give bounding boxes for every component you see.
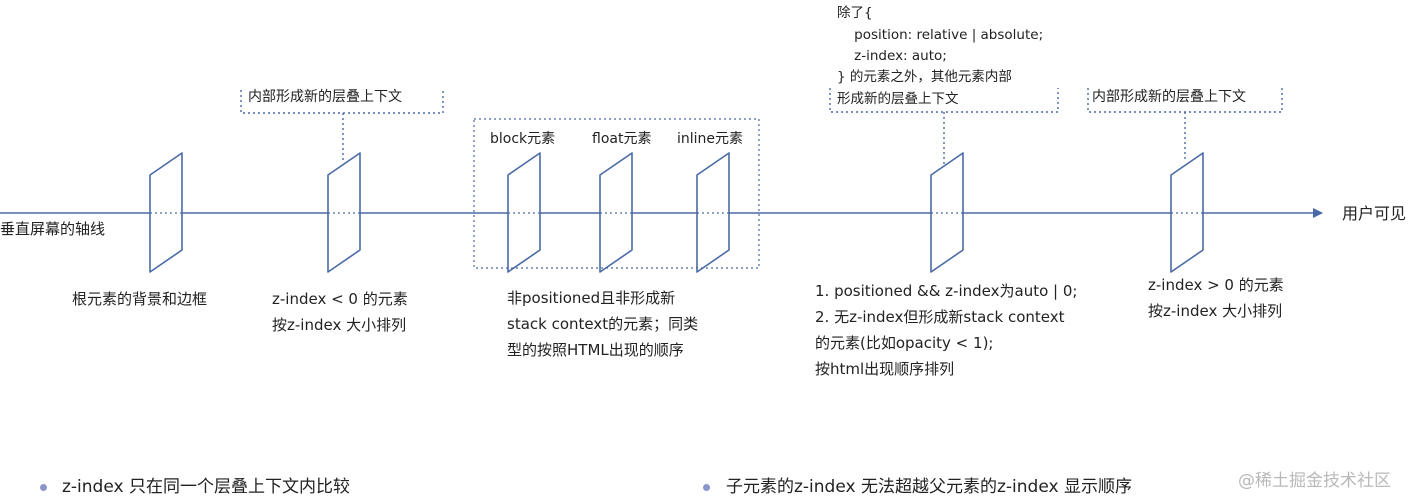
axis-right-label: 用户可见 [1342,204,1407,223]
zero-note-line-4: } 的元素之外，其他元素内部 [837,69,1012,85]
context-bracket-negative [240,90,444,162]
caption-zero-3: 的元素(比如opacity < 1); [815,334,994,352]
bullet-dot-2 [703,484,710,491]
label-float: float元素 [592,131,652,147]
zero-note-line-2: position: relative | absolute; [837,27,1044,43]
non-positioned-group-box [473,118,760,269]
context-bracket-positive [1087,88,1283,162]
watermark: @稀土掘金技术社区 [1238,471,1391,491]
bullet-text-1: z-index 只在同一个层叠上下文内比较 [62,477,350,497]
context-note-zero: 形成新的层叠上下文 [837,91,959,107]
caption-negative-1: z-index < 0 的元素 [272,290,408,308]
caption-negative-2: 按z-index 大小排列 [272,316,407,334]
context-bracket-zero [829,88,1059,165]
caption-positive-1: z-index > 0 的元素 [1148,276,1284,294]
context-note-positive: 内部形成新的层叠上下文 [1092,89,1246,105]
label-inline: inline元素 [677,131,744,147]
caption-zero-4: 按html出现顺序排列 [815,360,955,378]
group-caption-3: 型的按照HTML出现的顺序 [507,341,684,359]
caption-root: 根元素的背景和边框 [72,290,208,308]
caption-zero-2: 2. 无z-index但形成新stack context [815,308,1065,326]
group-caption-2: stack context的元素；同类 [507,315,699,333]
group-caption-1: 非positioned且非形成新 [507,289,676,307]
caption-zero-1: 1. positioned && z-index为auto | 0; [815,282,1078,300]
caption-positive-2: 按z-index 大小排列 [1148,302,1283,320]
bullet-text-2: 子元素的z-index 无法超越父元素的z-index 显示顺序 [726,477,1132,497]
zero-note-line-1: 除了{ [837,5,873,21]
bullet-dot-1 [40,484,47,491]
zero-note-line-3: z-index: auto; [837,48,947,64]
axis-left-label: 垂直屏幕的轴线 [0,220,106,238]
context-note-negative: 内部形成新的层叠上下文 [248,89,402,105]
label-block: block元素 [490,131,556,147]
